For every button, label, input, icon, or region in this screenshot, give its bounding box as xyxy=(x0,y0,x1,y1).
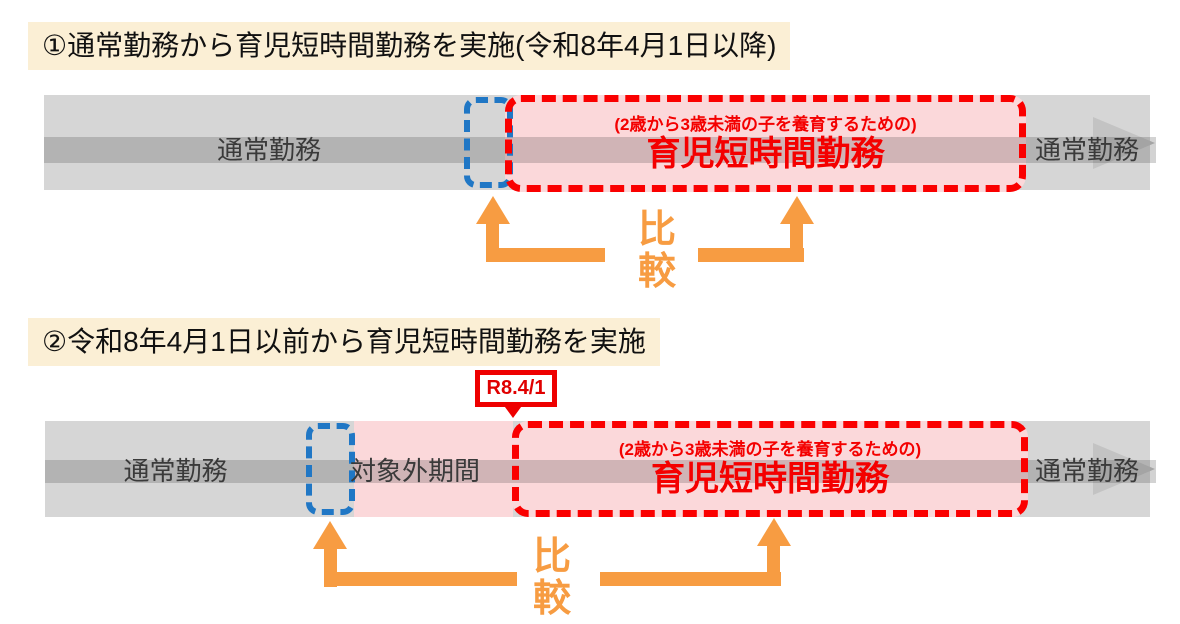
section2-compare-arrow-left-hshaft xyxy=(324,572,517,586)
section1-compare-arrow-right-vshaft xyxy=(790,222,803,262)
section2-date-callout: R8.4/1 xyxy=(475,370,557,407)
section2-shortwork-label: 育児短時間勤務 xyxy=(651,460,889,498)
section2-title: ②令和8年4月1日以前から育児短時間勤務を実施 xyxy=(28,318,660,366)
section2-excluded-fill xyxy=(354,421,513,517)
section1-shortwork-label: 育児短時間勤務 xyxy=(646,134,885,173)
section2-left-label: 通常勤務 xyxy=(123,456,228,486)
section2-compare-arrow-right-vshaft xyxy=(767,546,780,586)
section2-shortwork-fill xyxy=(512,421,1028,517)
section1-compare-arrow-left-hshaft xyxy=(486,248,605,262)
section1-shortwork-fill xyxy=(505,95,1026,192)
section2-compare-window-box xyxy=(306,423,355,515)
section1-compare-label: 比較 xyxy=(637,209,676,293)
section2-compare-arrow-right-head-icon xyxy=(757,518,791,546)
section1-compare-arrow-right-head-icon xyxy=(780,196,814,224)
section2-compare-label: 比較 xyxy=(532,536,571,620)
section2-right-label: 通常勤務 xyxy=(1034,456,1139,486)
section2-compare-arrow-left-head-icon xyxy=(313,521,347,549)
section1-shortwork-box: (2歳から3歳未満の子を養育するための) 育児短時間勤務 xyxy=(505,95,1026,192)
section2-excluded-label: 対象外期間 xyxy=(349,456,480,486)
section1-left-label: 通常勤務 xyxy=(216,135,321,165)
section2-right-arrow-icon xyxy=(1093,443,1155,495)
section2-shortwork-subtitle: (2歳から3歳未満の子を養育するための) xyxy=(618,440,922,459)
section1-right-label: 通常勤務 xyxy=(1034,135,1139,165)
section1-compare-arrow-left-head-icon xyxy=(476,196,510,224)
section2-shortwork-box: (2歳から3歳未満の子を養育するための) 育児短時間勤務 xyxy=(512,421,1028,517)
section1-shortwork-subtitle: (2歳から3歳未満の子を養育するための) xyxy=(614,114,917,134)
section1-title: ①通常勤務から育児短時間勤務を実施(令和8年4月1日以降) xyxy=(28,22,791,70)
section2-timeline-stripe xyxy=(45,460,1156,483)
section2-date-callout-pointer-icon xyxy=(502,403,524,418)
section1-timeline-stripe xyxy=(44,137,1156,163)
section1-right-arrow-icon xyxy=(1093,117,1155,169)
section1-compare-arrow-right-hshaft xyxy=(698,248,804,262)
section2-compare-arrow-right-hshaft xyxy=(600,572,781,586)
